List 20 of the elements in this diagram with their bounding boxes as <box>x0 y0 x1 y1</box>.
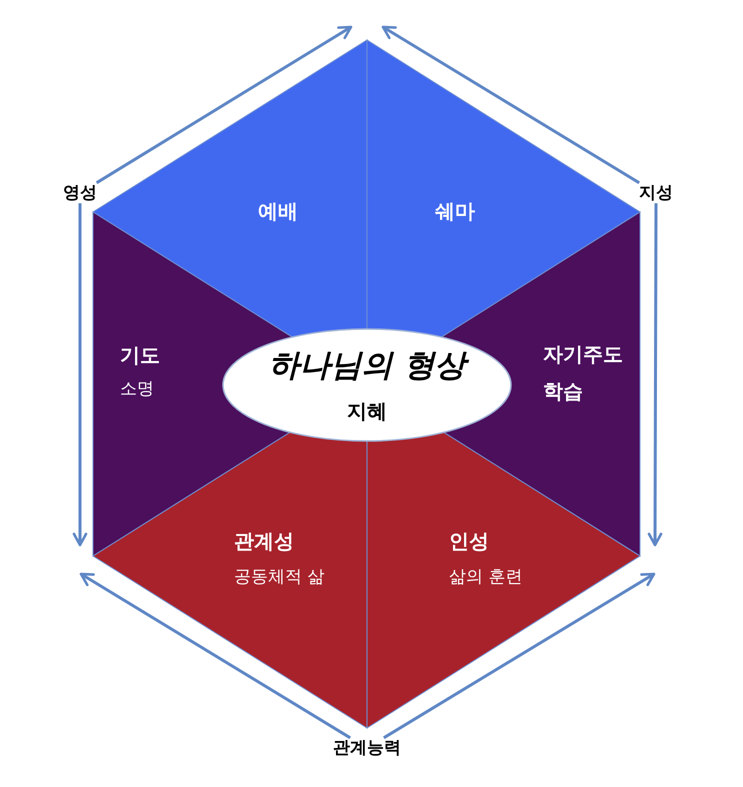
arrow <box>382 26 640 184</box>
axis-label: 영성 <box>63 182 97 204</box>
segment-title: 자기주도 학습 <box>543 341 624 405</box>
axis-label: 지성 <box>639 182 673 204</box>
center-subtitle: 지혜 <box>347 399 387 423</box>
arrow <box>96 26 352 184</box>
arrow <box>383 572 656 740</box>
segment-title: 관계성 <box>234 529 295 553</box>
segment-title: 인성 <box>449 529 490 553</box>
segment-title: 예배 <box>258 199 298 223</box>
axis-label: 관계능력 <box>333 738 401 758</box>
arrow <box>80 572 351 740</box>
segment-subtitle: 공동체적 삶 <box>234 567 324 588</box>
segment-title: 쉐마 <box>435 199 475 223</box>
arrow <box>72 203 88 546</box>
segment-subtitle: 소명 <box>120 379 155 400</box>
segment-title: 기도 <box>120 343 160 367</box>
center-ellipse <box>222 328 512 442</box>
arrow <box>648 203 662 546</box>
segment-subtitle: 삶의 훈련 <box>449 567 522 588</box>
